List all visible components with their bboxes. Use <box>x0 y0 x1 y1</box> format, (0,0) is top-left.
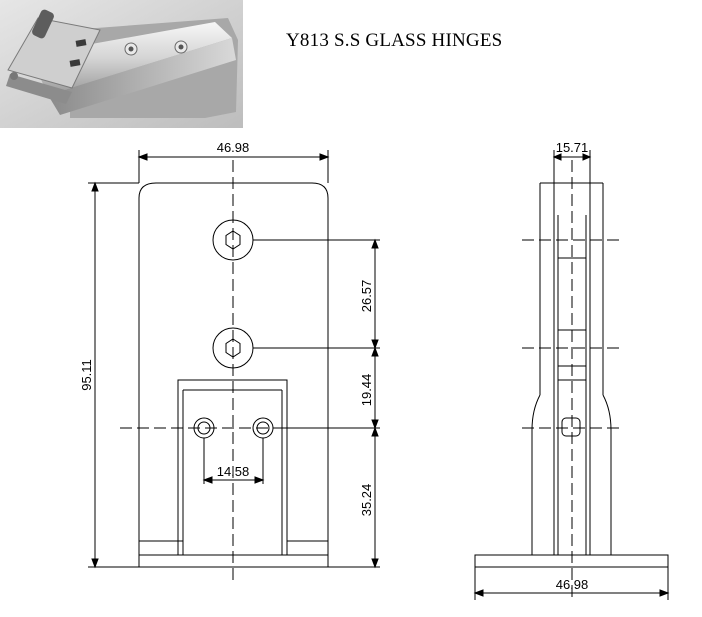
dim-chain-right <box>371 238 379 569</box>
dim-side-base-width <box>473 567 670 600</box>
label-side-top-width: 15.71 <box>556 140 589 155</box>
dim-front-height <box>91 181 99 569</box>
label-front-width: 46.98 <box>217 140 250 155</box>
label-pin-to-bottom: 35.24 <box>359 484 374 517</box>
label-side-base-width: 46.98 <box>556 577 589 592</box>
label-front-height: 95.11 <box>79 359 94 391</box>
dim-pin-spacing <box>202 438 265 484</box>
label-hole-to-pin: 19.44 <box>359 374 374 407</box>
dim-side-top-width <box>552 150 592 183</box>
label-hole-spacing: 26.57 <box>359 280 374 313</box>
dim-front-width <box>137 150 330 183</box>
side-view-centerlines <box>522 160 620 600</box>
front-view-centerlines <box>120 160 360 582</box>
label-pin-spacing: 14.58 <box>217 464 250 479</box>
drawing-title: Y813 S.S GLASS HINGES <box>286 30 503 51</box>
side-view-outline <box>474 182 669 568</box>
hinge-photo <box>0 0 243 128</box>
